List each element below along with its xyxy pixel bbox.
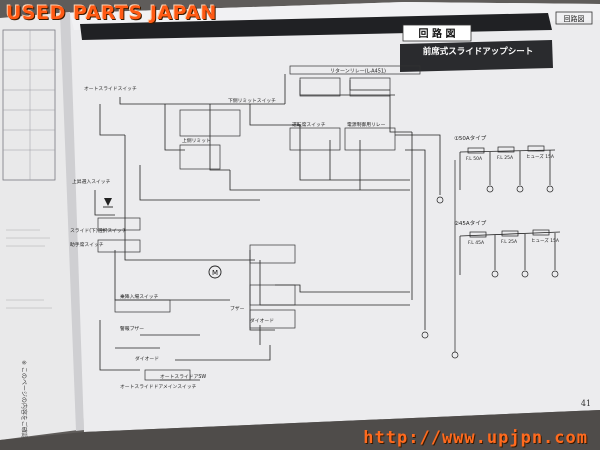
label-upper-limit: 上側リミット — [182, 137, 211, 144]
title-banner — [80, 13, 552, 40]
top-connector-label: リターンリレー(L-A451) — [330, 68, 386, 75]
fuse2-a: F.L 45A — [468, 240, 485, 246]
label-diode: ダイオード — [250, 317, 274, 324]
banner-title: 前席式スライドアップシート — [423, 46, 534, 57]
label-auto-slide-door-main: オートスライドドアメインスイッチ — [120, 384, 197, 390]
label-auto-slide-switch: オートスライドスイッチ — [84, 86, 137, 92]
left-page-text: ※ このページの内容をご確認ください — [20, 360, 28, 450]
fuse1-b: F.L 25A — [497, 155, 514, 161]
label-driver-switch: 運転席スイッチ — [292, 121, 326, 128]
label-lower-limit: 下側リミットスイッチ — [228, 97, 276, 104]
tab-label: 回路図 — [564, 14, 585, 23]
watermark-top: USED PARTS JAPAN — [6, 2, 217, 24]
label-power-relay: 電源制御用リレー — [347, 121, 386, 128]
main-page — [70, 2, 600, 432]
block-1-title: ①50Aタイプ — [454, 134, 487, 142]
label-auto-slide-door-sw: オートスライドアSW — [160, 374, 206, 380]
fuse1-c: ヒューズ 15A — [526, 153, 555, 160]
fuse2-c: ヒューズ 15A — [531, 237, 560, 244]
block-2-title: ②45Aタイプ — [454, 219, 487, 227]
section-title: 回 路 図 — [419, 27, 456, 40]
fuse1-a: F.L 50A — [466, 156, 483, 162]
motor-symbol — [208, 265, 222, 279]
watermark-bottom: http://www.upjpn.com — [363, 428, 588, 448]
page-number: 41 — [581, 399, 591, 408]
left-page — [0, 12, 78, 440]
motor-label: M — [212, 269, 218, 277]
label-diode-2: ダイオード — [135, 355, 159, 362]
label-entry-switch: 乗降入場スイッチ — [120, 293, 159, 300]
label-buzzer: ブザー — [230, 305, 245, 312]
relay-boxes — [97, 77, 396, 381]
fuse2-b: F.L 25A — [501, 239, 518, 245]
label-passenger-switch: 助手席スイッチ — [70, 241, 104, 248]
diode-symbol — [104, 198, 112, 206]
label-slide-select-switch: スライド(下)選択スイッチ — [70, 227, 127, 234]
label-raise-switch: 上昇選入スイッチ — [72, 178, 111, 185]
label-warning-buzzer: 警報ブザー — [120, 325, 144, 332]
